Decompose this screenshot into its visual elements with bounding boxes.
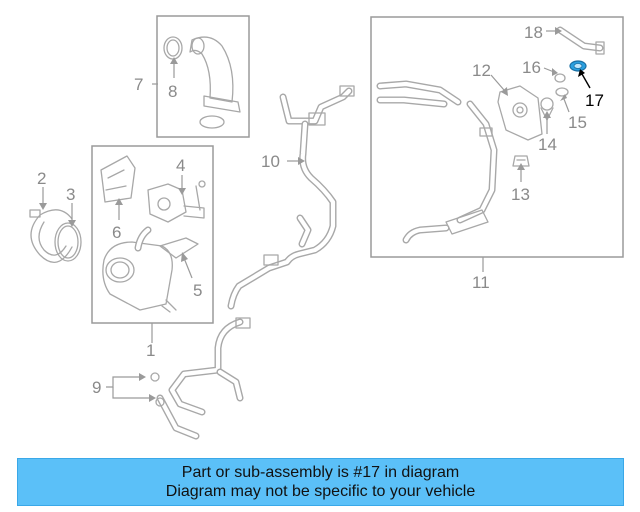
part-17-seal-highlighted[interactable] [569, 60, 587, 72]
part-3-o-ring-inner [57, 225, 79, 259]
callout-11: 11 [472, 273, 490, 292]
part-2-clamp [29, 209, 73, 263]
callout-13: 13 [511, 185, 530, 204]
callout-4: 4 [176, 156, 185, 175]
part-9-pipe-assembly [150, 317, 251, 440]
part-11-oil-cooler-lines [376, 80, 498, 244]
callout-15: 15 [568, 113, 587, 132]
part-8-seal [163, 36, 183, 60]
part-13-plug [512, 155, 530, 167]
parts-diagram: 7 8 2 3 4 6 5 1 9 10 11 12 13 14 15 16 1… [29, 15, 624, 440]
callout-18: 18 [524, 23, 543, 42]
part-18-pipe [556, 26, 605, 55]
part-3-o-ring [54, 222, 82, 262]
callout-9: 9 [92, 378, 101, 397]
callout-17-highlighted: 17 [585, 91, 604, 110]
part-12-housing [497, 85, 543, 141]
part-1-water-outlet [102, 226, 177, 313]
callout-7: 7 [134, 75, 143, 94]
part-7-gasket [199, 115, 225, 129]
part-16-washer [554, 73, 566, 83]
part-4-thermostat [147, 180, 206, 223]
banner-line-1: Part or sub-assembly is #17 in diagram [181, 464, 460, 481]
callout-5: 5 [193, 281, 202, 300]
callout-12: 12 [472, 61, 491, 80]
part-7-elbow-pipe [189, 36, 241, 113]
group-box-7 [156, 15, 250, 138]
part-6-bracket [100, 155, 136, 203]
callout-14: 14 [538, 135, 557, 154]
callout-16: 16 [522, 58, 541, 77]
callout-6: 6 [112, 223, 121, 242]
callout-3: 3 [66, 185, 75, 204]
callout-10: 10 [261, 152, 280, 171]
info-banner: Part or sub-assembly is #17 in diagram D… [17, 458, 624, 506]
callout-8: 8 [168, 82, 177, 101]
callout-1: 1 [146, 341, 155, 360]
group-box-11 [370, 16, 624, 258]
part-15-washer [555, 87, 569, 97]
banner-line-2: Diagram may not be specific to your vehi… [165, 483, 476, 500]
callout-2: 2 [37, 169, 46, 188]
part-10-hose-assembly [227, 85, 355, 310]
